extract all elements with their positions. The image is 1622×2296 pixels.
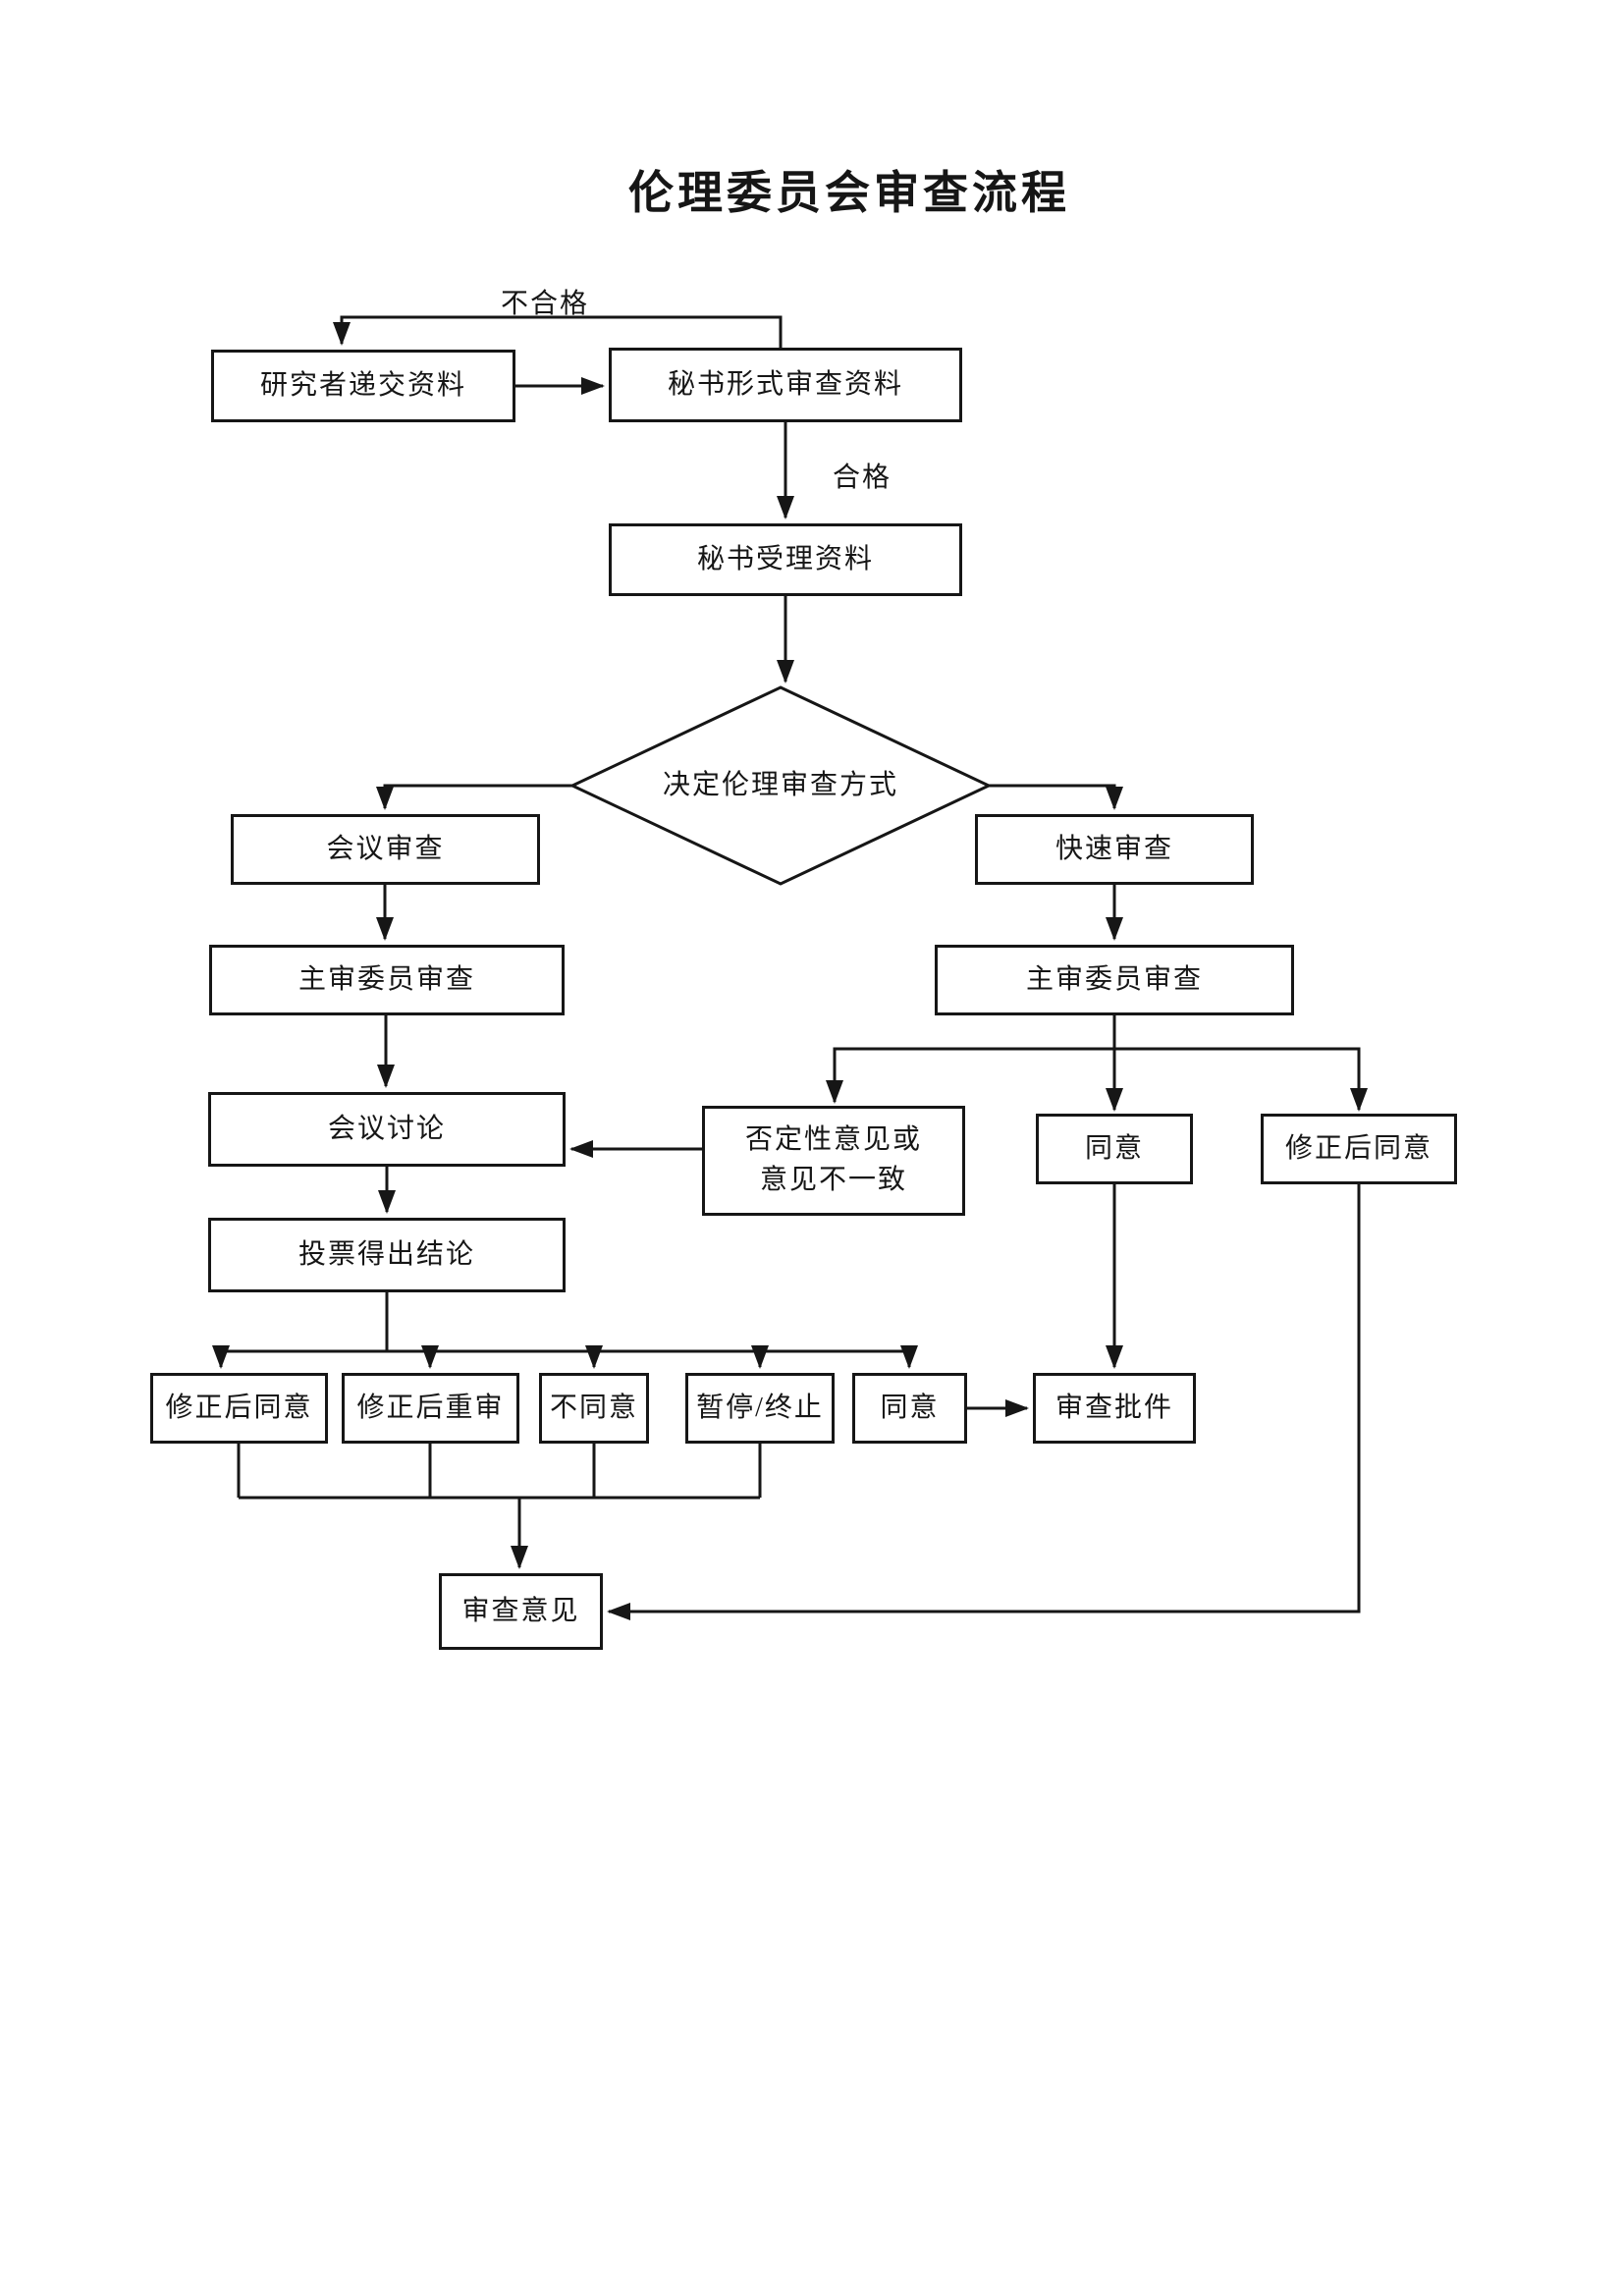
node-chief-reviewer-left: 主审委员审查 [209, 945, 565, 1015]
node-agree-after-revision-fast: 修正后同意 [1261, 1114, 1457, 1184]
node-decide-review-method: 决定伦理审查方式 [662, 769, 898, 800]
node-researcher-submit: 研究者递交资料 [211, 350, 515, 422]
node-chief-reviewer-right: 主审委员审查 [935, 945, 1294, 1015]
edge-unqualified-feedback [333, 315, 783, 348]
label-unqualified: 不合格 [500, 289, 590, 319]
edge-decision-to-fast-review [989, 784, 1123, 810]
node-negative-opinion: 否定性意见或 意见不一致 [702, 1106, 965, 1216]
node-vote-conclusion: 投票得出结论 [208, 1218, 566, 1292]
node-rereview-after-revision: 修正后重审 [342, 1373, 519, 1444]
node-review-opinion: 审查意见 [439, 1573, 603, 1650]
page-title: 伦理委员会审查流程 [628, 168, 1070, 218]
label-qualified: 合格 [832, 463, 892, 493]
node-meeting-review: 会议审查 [231, 814, 540, 885]
edge-decision-to-meeting-review [376, 784, 572, 810]
node-agree-after-revision: 修正后同意 [150, 1373, 328, 1444]
node-fast-review: 快速审查 [975, 814, 1254, 885]
node-disagree: 不同意 [539, 1373, 649, 1444]
node-secretary-accept: 秘书受理资料 [609, 523, 962, 596]
node-secretary-format-review: 秘书形式审查资料 [609, 348, 962, 422]
node-agree-vote: 同意 [852, 1373, 967, 1444]
edge-fast-revision-to-opinion [607, 1184, 1361, 1620]
edge-chief-right-to-negative [826, 1015, 1116, 1104]
node-review-approval: 审查批件 [1033, 1373, 1196, 1444]
node-agree-fast: 同意 [1036, 1114, 1193, 1184]
node-decide-review-method-shape [568, 685, 993, 886]
node-meeting-discussion: 会议讨论 [208, 1092, 566, 1167]
node-suspend-terminate: 暂停/终止 [685, 1373, 835, 1444]
edge-chief-right-to-revision [1114, 1047, 1368, 1112]
